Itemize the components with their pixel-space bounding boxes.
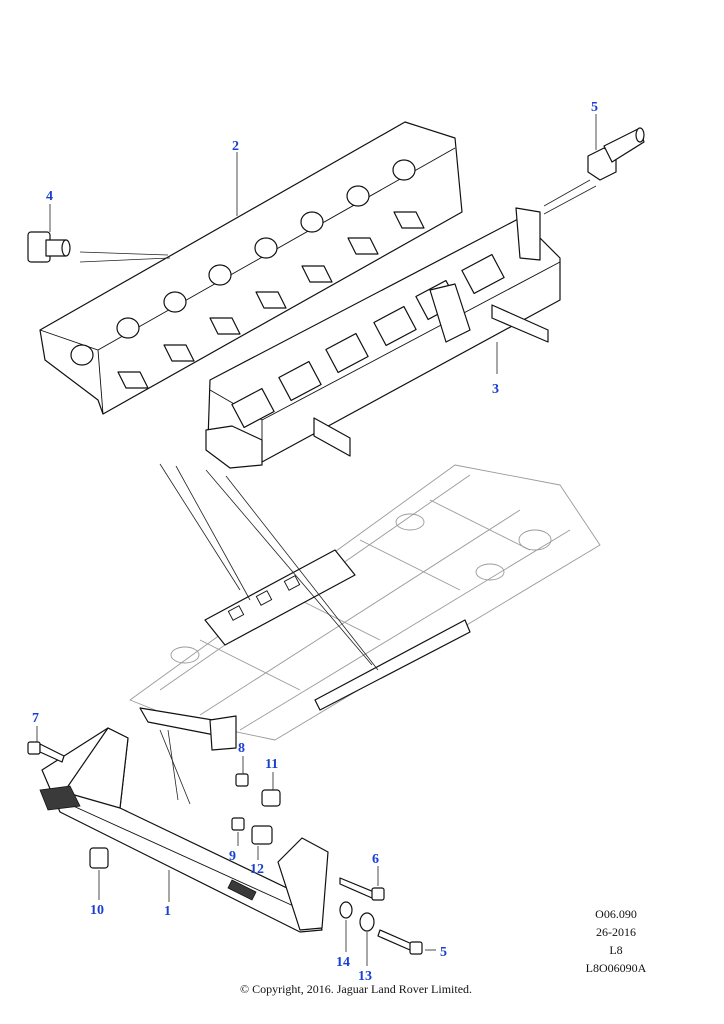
- nut-part-9[interactable]: [231, 817, 245, 831]
- callout-14: 14: [336, 955, 350, 970]
- callout-6: 6: [372, 852, 379, 867]
- callout-5-bottom: 5: [440, 945, 447, 960]
- leader-lines: [36, 114, 597, 966]
- callout-7: 7: [32, 711, 39, 726]
- nut-insert-part-4[interactable]: [27, 231, 71, 263]
- side-rail-part-3[interactable]: [205, 207, 561, 469]
- ref-line-3: L8: [609, 943, 622, 957]
- crossmember-part-1[interactable]: [39, 727, 329, 933]
- callout-2: 2: [232, 139, 239, 154]
- skid-shield-plate[interactable]: [39, 121, 463, 415]
- bolt-part-7[interactable]: [27, 741, 65, 763]
- spacer-part-10[interactable]: [89, 847, 109, 869]
- drawing-reference: O06.090 26-2016 L8 L8O06090A: [586, 907, 647, 975]
- bolt-part-5-top[interactable]: [587, 127, 645, 181]
- callout-9: 9: [229, 849, 236, 864]
- callout-4: 4: [46, 189, 53, 204]
- washer-part-14[interactable]: [339, 901, 353, 919]
- ref-line-1: O06.090: [595, 907, 637, 921]
- chassis-installed-crossmember: [139, 707, 237, 751]
- ref-line-2: 26-2016: [596, 925, 636, 939]
- chassis-installed-rail: [314, 619, 471, 711]
- chassis-frame: [129, 464, 601, 741]
- callout-3: 3: [492, 382, 499, 397]
- callout-8: 8: [238, 741, 245, 756]
- callout-11: 11: [265, 757, 278, 772]
- callout-5-top: 5: [591, 100, 598, 115]
- ref-line-4: L8O06090A: [586, 961, 647, 975]
- bush-part-12[interactable]: [251, 825, 273, 845]
- callout-10: 10: [90, 903, 104, 918]
- bush-part-11[interactable]: [261, 789, 281, 807]
- washer-part-13[interactable]: [359, 912, 375, 932]
- callout-1: 1: [164, 904, 171, 919]
- copyright-notice: © Copyright, 2016. Jaguar Land Rover Lim…: [240, 982, 472, 996]
- callout-12: 12: [250, 862, 264, 877]
- shield-holes: [70, 159, 416, 366]
- bolt-part-6[interactable]: [339, 877, 385, 901]
- rail-brackets: [205, 207, 549, 469]
- callout-13: 13: [358, 969, 372, 984]
- shield-slots: [117, 211, 425, 389]
- chassis-installed-shield: [204, 549, 356, 646]
- callouts: 2 4 5 3 7 8 11 9 12 6 10 1 5 14 13: [32, 100, 598, 984]
- bolt-part-5-bottom[interactable]: [377, 929, 423, 955]
- nut-part-8[interactable]: [235, 773, 249, 787]
